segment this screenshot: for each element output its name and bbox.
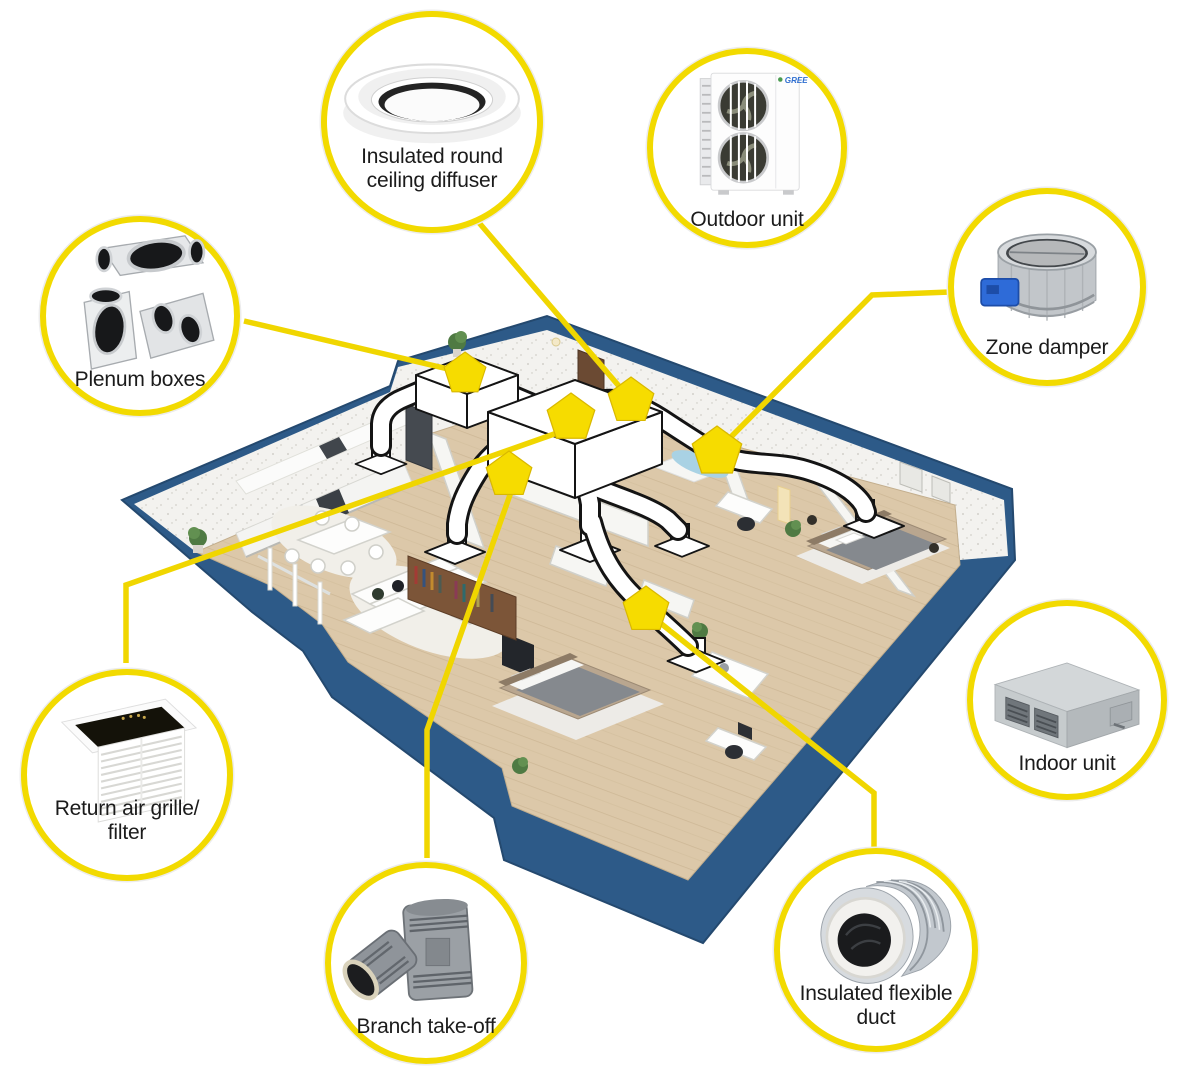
callout-label: Indoor unit: [1018, 752, 1116, 775]
fan-inlets: [1005, 696, 1059, 739]
callout-outdoor-unit: GREE Outdoor unit: [647, 48, 847, 248]
bedside-lamp: [929, 543, 939, 553]
callout-label: Plenum boxes: [74, 368, 206, 391]
living-room: [257, 547, 534, 678]
monitor: [738, 722, 752, 740]
plenum-box-left: [83, 287, 138, 370]
bedside-lamp: [807, 515, 817, 525]
damper-actuator: [980, 277, 1020, 307]
callout-return-air-grille: Return air grille/ filter: [21, 669, 233, 881]
callout-indoor-unit: Indoor unit: [967, 600, 1167, 800]
mirror-lights: [777, 485, 791, 525]
ceiling-diffuser-image: [331, 19, 533, 223]
bedroom-bottom: [492, 651, 770, 761]
connector-flexible-duct: [647, 611, 877, 847]
flexible-duct-image: [784, 856, 968, 1042]
connector-plenum-boxes: [243, 318, 466, 376]
tv: [502, 632, 534, 678]
connector-branch-take-off: [424, 491, 514, 858]
zone-damper-image: [958, 196, 1136, 376]
brand-logo-text: GREE: [785, 76, 809, 85]
desk: [714, 491, 774, 524]
callout-ceiling-diffuser: Insulated round ceiling diffuser: [321, 11, 543, 233]
plenum-box-right: [139, 292, 215, 360]
fan-grilles: [717, 79, 770, 184]
office-nook: [714, 485, 791, 531]
callout-label: Insulated flexible duct: [799, 982, 953, 1030]
callout-label: Return air grille/ filter: [54, 797, 200, 845]
callout-label: Zone damper: [985, 336, 1109, 359]
callout-branch-take-off: Branch take-off: [325, 862, 527, 1064]
office-chair: [737, 517, 755, 531]
connector-lines: [123, 216, 951, 858]
brand-logo-icon: [778, 77, 783, 82]
connector-ceiling-diffuser: [472, 216, 633, 401]
balcony-posts: [267, 547, 323, 625]
books: [414, 566, 494, 612]
desk-chair: [725, 745, 743, 759]
plenum-boxes-image: [50, 224, 230, 406]
callout-flexible-duct: Insulated flexible duct: [774, 848, 978, 1052]
wall-frame: [931, 475, 951, 504]
outdoor-unit-image: GREE: [657, 56, 837, 238]
branch-tube: [342, 929, 418, 1001]
control-box: [1109, 701, 1133, 727]
callout-label: Branch take-off: [356, 1015, 496, 1038]
branch-take-off-image: [335, 870, 517, 1054]
callout-label: Insulated round ceiling diffuser: [361, 145, 503, 193]
callout-plenum-boxes: Plenum boxes: [40, 216, 240, 416]
main-tube: [402, 898, 474, 1001]
desk: [704, 727, 768, 761]
connector-return-grille: [123, 430, 558, 663]
connector-zone-damper: [716, 289, 951, 452]
wall-frame: [899, 461, 923, 493]
plenum-box-top: [95, 235, 206, 277]
callout-label: Outdoor unit: [690, 208, 804, 231]
return-air-grille-image: [31, 677, 223, 871]
indoor-unit-image: [977, 608, 1157, 790]
plants: [188, 331, 801, 774]
wall-lamp: [551, 337, 561, 347]
callout-zone-damper: Zone damper: [948, 188, 1146, 386]
